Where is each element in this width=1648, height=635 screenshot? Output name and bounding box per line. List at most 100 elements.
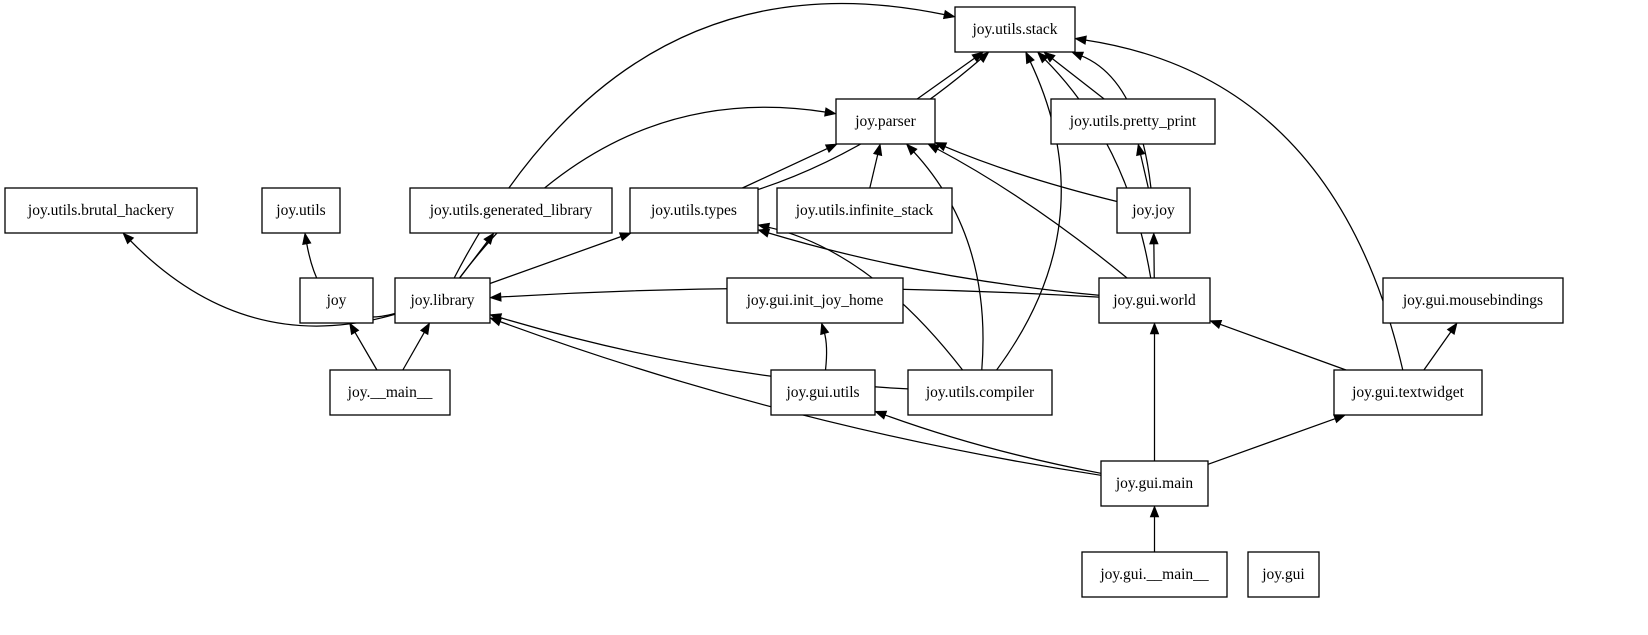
node-label: joy.gui.textwidget (1351, 384, 1464, 401)
node-box (409, 187, 613, 234)
edge-line (489, 235, 623, 285)
node-box (1081, 551, 1228, 598)
arrow-head-icon (1149, 322, 1160, 335)
node-layer: joy.utils.stack joy.parser joy.utils.prett… (4, 6, 1564, 598)
node-joy-joy[interactable]: joy.joy (1116, 187, 1191, 234)
arrow-head-icon (419, 322, 431, 336)
node-joy-gui-textwidget[interactable]: joy.gui.textwidget (1333, 369, 1483, 416)
arrow-head-icon (1149, 505, 1160, 518)
node-joy-utils-types[interactable]: joy.utils.types (629, 187, 759, 234)
arrow-head-icon (1025, 51, 1035, 65)
edge-line (1423, 330, 1453, 371)
node-box (726, 277, 904, 324)
arrow-head-icon (302, 232, 312, 245)
node-label: joy.utils.generated_library (429, 202, 593, 219)
edge-joy-joy-to-joy-utils-pretty-print (1136, 143, 1149, 189)
node-label: joy (326, 292, 347, 309)
node-joy-gui-mousebindings[interactable]: joy.gui.mousebindings (1382, 277, 1564, 324)
edge-joy-gui-textwidget-to-joy-gui-mousebindings (1423, 322, 1458, 371)
arrow-head-icon (874, 410, 888, 420)
arrow-head-icon (489, 317, 503, 327)
edge-joy-utils-types-to-joy-parser (742, 143, 838, 189)
node-box (1382, 277, 1564, 324)
node-joy-gui-world[interactable]: joy.gui.world (1098, 277, 1211, 324)
node-box (1098, 277, 1211, 324)
arrow-head-icon (1209, 320, 1223, 329)
edge-line (766, 226, 964, 371)
edge-line (1139, 152, 1149, 189)
node-joy-gui-init-joy-home[interactable]: joy.gui.init_joy_home (726, 277, 904, 324)
node-label: joy.__main__ (347, 384, 433, 401)
edge-line (996, 60, 1062, 371)
node-joy-utils-infinite-stack[interactable]: joy.utils.infinite_stack (776, 187, 953, 234)
node-label: joy.utils.brutal_hackery (27, 202, 174, 219)
arrow-head-icon (489, 292, 502, 302)
node-joy-utils[interactable]: joy.utils (261, 187, 341, 234)
edge-joy-gui-world-to-joy-parser (927, 143, 1128, 279)
edge-joy-main-to-joy-library (402, 322, 431, 371)
edge-line (943, 145, 1118, 203)
edge-line (402, 330, 426, 371)
edge-line (883, 413, 1102, 474)
arrow-head-icon (1136, 143, 1146, 157)
node-box (4, 187, 198, 234)
node-label: joy.utils.pretty_print (1069, 113, 1197, 130)
edge-joy-utils-compiler-to-joy-utils-stack (996, 51, 1062, 371)
edge-line (869, 152, 879, 189)
edge-line (353, 330, 378, 371)
edge-line (1218, 323, 1347, 371)
arrow-head-icon (1149, 232, 1159, 245)
node-joy-utils-compiler[interactable]: joy.utils.compiler (907, 369, 1053, 416)
node-joy[interactable]: joy (299, 277, 374, 324)
arrow-head-icon (1446, 322, 1458, 335)
edge-line (1084, 39, 1404, 371)
arrow-head-icon (872, 143, 883, 157)
node-joy-library[interactable]: joy.library (394, 277, 491, 324)
arrow-head-icon (824, 143, 838, 154)
node-box (1050, 98, 1216, 145)
node-joy-utils-pretty-print[interactable]: joy.utils.pretty_print (1050, 98, 1216, 145)
node-joy-utils-brutal-hackery[interactable]: joy.utils.brutal_hackery (4, 187, 198, 234)
node-joy-gui-main[interactable]: joy.gui.main (1100, 460, 1209, 507)
arrow-head-icon (1036, 51, 1049, 64)
node-label: joy.gui.utils (785, 384, 859, 401)
arrow-head-icon (349, 322, 360, 336)
node-label: joy.utils.stack (971, 21, 1057, 38)
arrow-head-icon (927, 143, 941, 154)
edge-line (1050, 57, 1105, 100)
edge-line (742, 147, 829, 189)
node-joy-gui[interactable]: joy.gui (1247, 551, 1320, 598)
node-label: joy.gui.world (1112, 292, 1196, 309)
arrow-head-icon (977, 51, 990, 63)
node-label: joy.gui (1261, 566, 1305, 583)
node-label: joy.parser (854, 113, 916, 130)
edge-joy-parser-to-joy-utils-stack (916, 51, 985, 100)
node-box (329, 369, 451, 416)
node-joy-utils-generated-library[interactable]: joy.utils.generated_library (409, 187, 613, 234)
node-joy-parser[interactable]: joy.parser (835, 98, 936, 145)
arrow-head-icon (483, 232, 495, 245)
node-joy-gui-utils[interactable]: joy.gui.utils (770, 369, 876, 416)
arrow-head-icon (824, 107, 837, 117)
node-label: joy.utils.compiler (925, 384, 1035, 401)
node-joy-utils-stack[interactable]: joy.utils.stack (954, 6, 1076, 53)
edge-joy-utils-infinite-stack-to-joy-parser (869, 143, 883, 189)
node-box (394, 277, 491, 324)
node-label: joy.library (410, 292, 475, 309)
node-joy-main[interactable]: joy.__main__ (329, 369, 451, 416)
node-box (629, 187, 759, 234)
edge-line (935, 147, 1128, 279)
edge-joy-gui-world-to-joy-utils-stack (1036, 51, 1152, 279)
node-label: joy.utils.infinite_stack (795, 202, 934, 219)
node-box (776, 187, 953, 234)
edge-joy-utils-compiler-to-joy-parser (905, 143, 984, 371)
node-joy-gui-main[interactable]: joy.gui.__main__ (1081, 551, 1228, 598)
arrow-head-icon (1074, 35, 1087, 45)
edge-joy-gui-main-to-joy-gui-world (1149, 322, 1160, 461)
node-box (261, 187, 341, 234)
edge-line (1207, 417, 1337, 465)
arrow-head-icon (122, 232, 135, 245)
edge-line (823, 331, 828, 371)
